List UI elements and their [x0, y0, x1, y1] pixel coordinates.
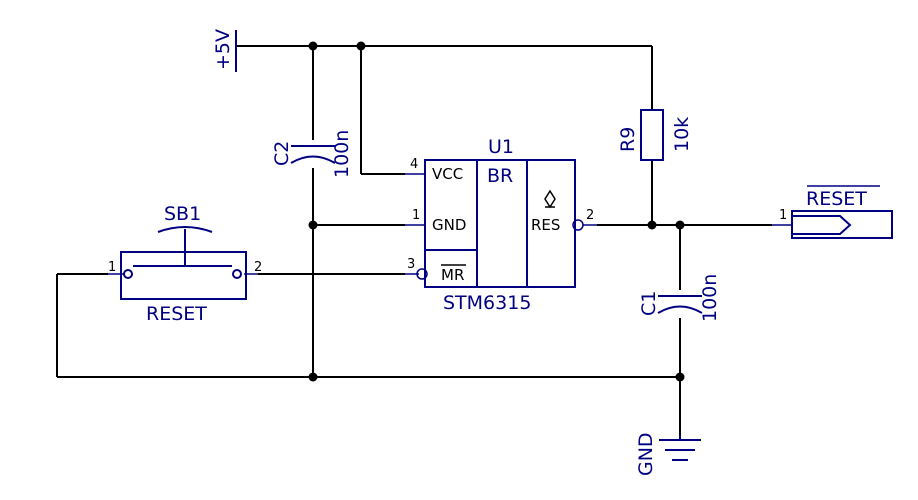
- u1-ref: U1: [488, 136, 514, 158]
- u1-pin-number: 4: [410, 157, 418, 172]
- r9-ref: R9: [617, 127, 639, 152]
- junction-dot: [308, 220, 318, 230]
- pushbutton-sb1: SB1 RESET 1 2: [108, 203, 262, 325]
- c2-value: 100n: [331, 130, 353, 178]
- u1-pin-number: 2: [586, 208, 594, 223]
- power-symbol-5v: +5V: [212, 29, 237, 72]
- wires: [56, 45, 772, 435]
- u1-pin-number: 3: [407, 257, 415, 272]
- u1-section: BR: [487, 165, 513, 187]
- sb1-value: RESET: [146, 303, 207, 325]
- junction-dot: [647, 220, 657, 230]
- open-drain-icon: [544, 189, 556, 209]
- u1-pin-name: VCC: [432, 165, 463, 183]
- c2-ref: C2: [271, 141, 293, 166]
- capacitor-c2: C2 100n: [271, 130, 353, 178]
- junction-dot: [308, 41, 318, 51]
- power-label: +5V: [212, 29, 234, 70]
- ground-symbol: GND: [635, 432, 701, 476]
- u1-pin-number: 1: [412, 208, 420, 223]
- junction-dot: [675, 372, 685, 382]
- sb1-pin-number: 2: [254, 260, 262, 275]
- ground-label: GND: [635, 432, 657, 476]
- port-label: RESET: [806, 188, 867, 210]
- junction-dot: [308, 372, 318, 382]
- port-pin-number: 1: [779, 208, 787, 223]
- c1-value: 100n: [699, 274, 721, 322]
- u1-pin-name: MR: [441, 266, 464, 284]
- junctions: [308, 41, 685, 382]
- u1-pin-name: GND: [432, 216, 466, 234]
- u1-part: STM6315: [443, 292, 531, 314]
- u1-pin-name: RES: [531, 216, 560, 234]
- junction-dot: [356, 41, 366, 51]
- sb1-pin-number: 1: [108, 260, 116, 275]
- port-reset: RESET 1: [772, 185, 893, 239]
- capacitor-c1: C1 100n: [638, 274, 721, 322]
- resistor-r9: R9 10k: [617, 109, 693, 161]
- junction-dot: [675, 220, 685, 230]
- sb1-ref: SB1: [164, 203, 201, 225]
- ic-u1: U1 BR STM6315 4 1 3 2 VCC GND MR RES: [405, 136, 597, 314]
- c1-ref: C1: [638, 291, 660, 316]
- r9-value: 10k: [671, 117, 693, 152]
